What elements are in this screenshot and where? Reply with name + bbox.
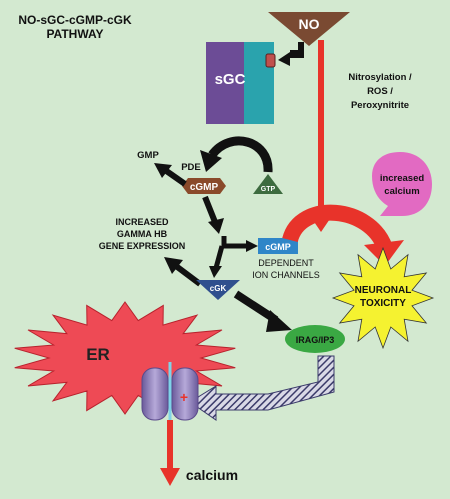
sgc-label: sGC	[215, 71, 246, 88]
gmp-label: GMP	[137, 150, 159, 161]
no-triangle	[268, 12, 350, 46]
gene-expression-line1: INCREASED	[115, 217, 169, 227]
neuronal-toxicity-line1: NEURONAL	[355, 285, 412, 296]
calcium-arrow-shaft	[167, 420, 173, 472]
calcium-arrow-head	[160, 468, 180, 486]
title-line2: PATHWAY	[46, 27, 103, 41]
irag-ellipse	[285, 325, 345, 353]
gtp-to-cgmp-arrow	[208, 136, 273, 173]
junction-to-cgk-arrow	[213, 245, 225, 269]
nitrosylation-line3: Peroxynitrite	[351, 100, 409, 111]
dependent-channels-line1: DEPENDENT	[258, 258, 314, 268]
junction-to-channel-arrow	[221, 236, 248, 249]
title-line1: NO-sGC-cGMP-cGK	[18, 13, 132, 27]
no-to-sgc-arrow	[278, 42, 304, 66]
junction-to-cgk-arrowhead	[209, 266, 222, 278]
cgmp-channel-box	[258, 238, 298, 254]
gene-expression-line3: GENE EXPRESSION	[99, 241, 186, 251]
gtp-to-cgmp-arrowhead	[200, 150, 222, 172]
nitrosylation-line1: Nitrosylation /	[348, 72, 412, 83]
cgmp-down-arrowhead	[208, 218, 224, 234]
cgmp-label: cGMP	[190, 182, 219, 193]
increased-calcium-line2: calcium	[384, 186, 419, 197]
er-label: ER	[86, 345, 110, 364]
pde-label: PDE	[181, 162, 201, 173]
cgk-to-irag-arrowhead	[266, 310, 292, 332]
increased-calcium-line1: increased	[380, 173, 425, 184]
cgk-triangle	[196, 280, 240, 300]
sgc-alpha-subunit	[206, 42, 244, 124]
no-to-toxicity-arrow-shaft	[318, 40, 324, 212]
neuronal-toxicity-line2: TOXICITY	[360, 298, 406, 309]
cgk-to-gene-arrowhead	[164, 257, 183, 274]
junction-to-channel-arrowhead	[246, 240, 258, 252]
nitrosylation-line2: ROS /	[367, 86, 393, 97]
cgk-label: cGK	[210, 284, 227, 293]
increased-calcium-blob	[372, 152, 432, 216]
gtp-label: GTP	[261, 186, 276, 193]
channel-right-subunit	[171, 367, 199, 421]
cgmp-down-arrow	[202, 195, 218, 224]
channel-plus-icon: +	[180, 389, 188, 405]
no-label: NO	[299, 16, 320, 32]
dependent-channels-line2: ION CHANNELS	[252, 270, 320, 280]
heme-group-icon	[265, 53, 276, 68]
neuronal-toxicity-star	[331, 246, 435, 350]
cgmp-to-gmp-arrowhead	[154, 163, 172, 178]
gene-expression-line2: GAMMA HB	[117, 229, 168, 239]
cgmp-to-gmp-arrow	[163, 167, 187, 187]
irag-label: IRAG/IP3	[296, 335, 335, 345]
cgk-to-gene-arrow	[174, 263, 202, 287]
cgmp-channel-label: cGMP	[265, 242, 291, 252]
cgmp-hexagon	[182, 178, 226, 194]
calcium-label: calcium	[186, 467, 238, 483]
channel-left-subunit	[141, 367, 169, 421]
channel-to-toxicity-arrow	[282, 204, 393, 252]
gtp-triangle	[253, 174, 283, 194]
